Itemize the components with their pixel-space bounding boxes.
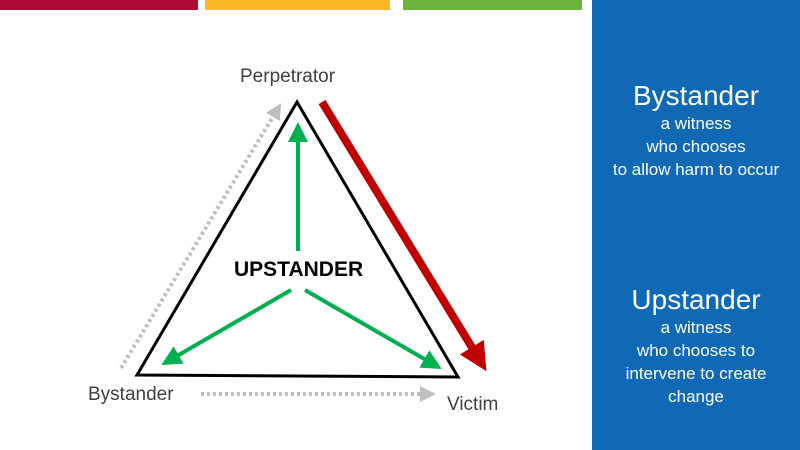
harm-arrow	[318, 99, 487, 372]
upstander-to-bystander-arrow	[161, 288, 293, 366]
upstander-center-label: UPSTANDER	[234, 258, 364, 281]
definition-line: who chooses to	[636, 341, 756, 360]
bystander-label: Bystander	[88, 384, 174, 405]
victim-label: Victim	[447, 394, 499, 415]
upstander-title: Upstander	[631, 284, 761, 315]
accent-bar-red	[0, 0, 198, 10]
bystander-to-perpetrator-dotted-arrow	[119, 103, 282, 370]
bystander-title: Bystander	[632, 80, 760, 111]
definition-line: intervene to create	[625, 364, 767, 383]
definition-line: to allow harm to occur	[612, 160, 780, 179]
upstander-definition: Upstander a witness who chooses to inter…	[592, 284, 800, 408]
accent-bar-yellow	[205, 0, 390, 10]
definition-line: a witness	[660, 114, 732, 133]
bystander-definition: Bystander a witness who chooses to allow…	[592, 80, 800, 181]
definition-line: who chooses	[646, 137, 746, 156]
definition-line: change	[668, 387, 724, 406]
definition-line: a witness	[660, 318, 732, 337]
perpetrator-label: Perpetrator	[240, 66, 336, 87]
triangle-diagram	[119, 99, 487, 402]
triangle	[134, 99, 461, 379]
accent-bar-green	[403, 0, 582, 10]
upstander-to-victim-arrow	[303, 288, 442, 370]
definitions-panel: Bystander a witness who chooses to allow…	[592, 0, 800, 450]
